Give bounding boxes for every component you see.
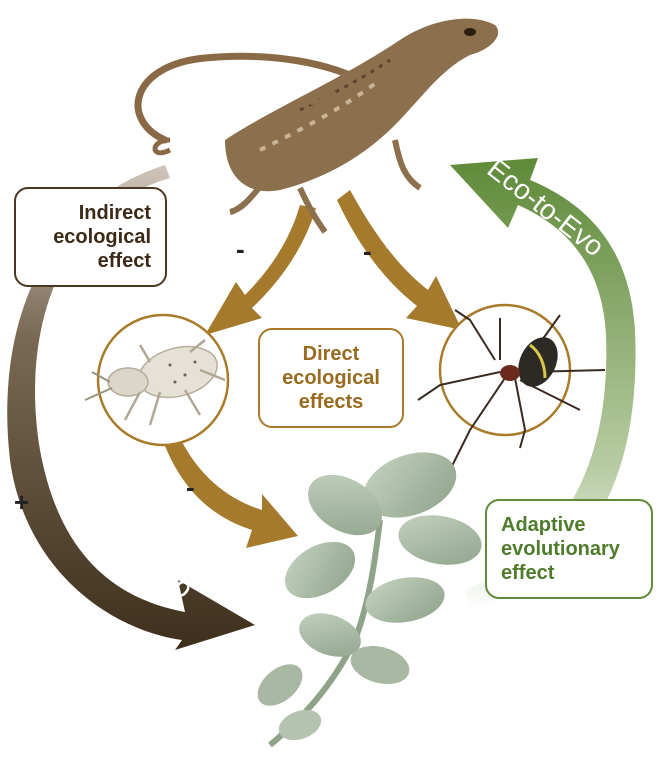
- direct-ecological-effects-box: Direct ecological effects: [258, 328, 404, 428]
- indirect-line-1: Indirect: [16, 201, 151, 225]
- sign-beetle-plant: -: [186, 472, 195, 503]
- indirect-ecological-effect-box: Indirect ecological effect: [14, 187, 167, 287]
- direct-line-1: Direct: [260, 342, 402, 366]
- sign-lizard-spider: -: [363, 236, 372, 267]
- direct-line-3: effects: [260, 390, 402, 414]
- indirect-line-2: ecological: [16, 225, 151, 249]
- adaptive-line-1: Adaptive: [501, 513, 651, 537]
- adaptive-evolutionary-effect-box: Adaptive evolutionary effect: [485, 499, 653, 599]
- lizard-illustration: [138, 19, 498, 232]
- indirect-line-3: effect: [16, 249, 151, 273]
- spider-node: [418, 305, 605, 470]
- direct-line-2: ecological: [260, 366, 402, 390]
- sign-indirect-plant: +: [14, 487, 29, 518]
- plant-illustration: [250, 440, 486, 745]
- sign-lizard-beetle: -: [236, 234, 245, 265]
- adaptive-line-3: effect: [501, 561, 651, 585]
- adaptive-line-2: evolutionary: [501, 537, 651, 561]
- lizard-to-beetle-arrow: [205, 205, 316, 335]
- beetle-node: [85, 315, 228, 445]
- beetle-to-plant-arrow: [165, 438, 298, 548]
- lizard-to-spider-arrow: [337, 190, 462, 330]
